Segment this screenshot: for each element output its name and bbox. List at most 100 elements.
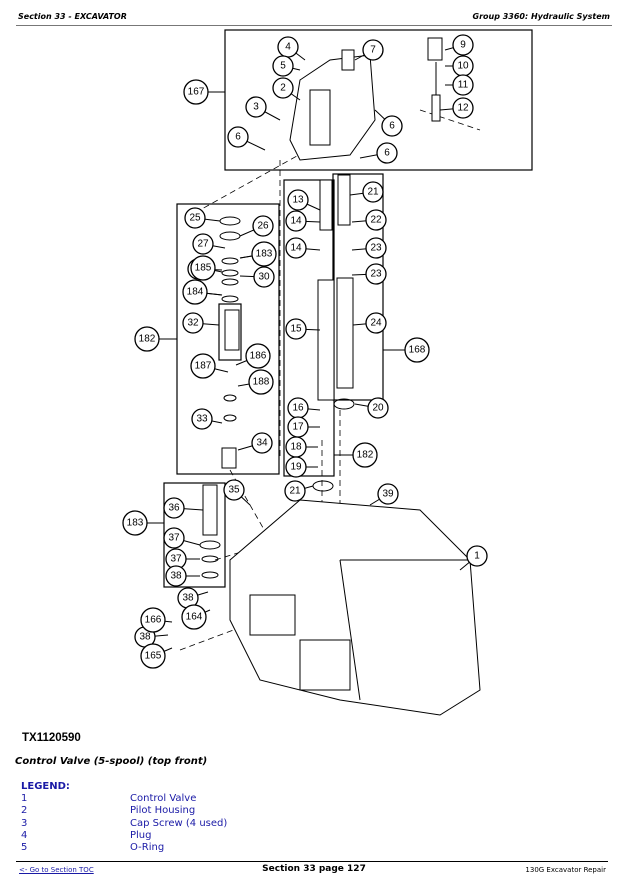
callout-number: 184 xyxy=(187,287,204,298)
callout-circle xyxy=(163,527,185,549)
callout-number: 23 xyxy=(370,269,382,280)
page-header: Section 33 - EXCAVATOR Group 3360: Hydra… xyxy=(18,12,610,24)
callout-circle xyxy=(182,279,208,305)
callout-circle xyxy=(272,77,294,99)
callout-number: 38 xyxy=(182,593,194,604)
callout-number: 12 xyxy=(457,103,469,114)
callout-number: 10 xyxy=(457,61,469,72)
callout-number: 33 xyxy=(196,414,208,425)
legend-number: 4 xyxy=(21,829,28,841)
callout-circle xyxy=(122,510,148,536)
figure-caption: Control Valve (5-spool) (top front) xyxy=(15,756,208,767)
callout-circle xyxy=(248,369,274,395)
callout-circle xyxy=(190,255,216,281)
legend-number: 3 xyxy=(21,817,28,829)
legend-row: 3 Cap Screw (4 used) xyxy=(21,818,421,830)
legend-row: 4 Plug xyxy=(21,830,421,842)
callout-circle xyxy=(253,266,275,288)
callout-circle xyxy=(381,115,403,137)
group-box-29 xyxy=(218,303,242,361)
callout-circle xyxy=(181,604,207,630)
header-divider xyxy=(16,25,612,26)
callout-number: 27 xyxy=(197,239,209,250)
callout-circle xyxy=(285,456,307,478)
figure-id: TX1120590 xyxy=(22,732,81,744)
callout-number: 38 xyxy=(139,632,151,643)
callout-number: 11 xyxy=(458,80,469,91)
section-toc-link[interactable]: <- Go to Section TOC xyxy=(19,866,94,874)
callout-number: 21 xyxy=(367,187,379,198)
callout-number: 7 xyxy=(370,45,376,56)
callout-number: 32 xyxy=(187,318,199,329)
callout-circle xyxy=(190,353,216,379)
callout-number: 183 xyxy=(127,518,144,529)
callout-circle xyxy=(251,241,277,267)
footer-divider xyxy=(16,861,608,862)
callout-number: 182 xyxy=(357,450,374,461)
group-box-164 xyxy=(224,29,533,171)
callout-circle xyxy=(367,397,389,419)
callout-number: 23 xyxy=(370,243,382,254)
document-title: 130G Excavator Repair xyxy=(525,866,606,874)
callout-circle xyxy=(272,55,294,77)
callout-number: 37 xyxy=(170,554,182,565)
group-title: Group 3360: Hydraulic System xyxy=(472,12,610,21)
callout-circle xyxy=(245,96,267,118)
callout-number: 164 xyxy=(186,612,203,623)
callout-circle xyxy=(227,126,249,148)
legend-description: Pilot Housing xyxy=(130,805,196,817)
callout-number: 16 xyxy=(292,403,304,414)
callout-circle xyxy=(365,209,387,231)
callout-number: 167 xyxy=(188,87,205,98)
callout-circle xyxy=(184,207,206,229)
callout-number: 26 xyxy=(257,221,269,232)
callout-circle xyxy=(365,312,387,334)
callout-circle xyxy=(452,34,474,56)
callout-circle xyxy=(223,479,245,501)
callout-number: 9 xyxy=(460,40,466,51)
callout-number: 186 xyxy=(250,351,267,362)
callout-circle xyxy=(377,483,399,505)
callout-number: 187 xyxy=(195,361,212,372)
callout-number: 15 xyxy=(290,324,302,335)
callout-number: 21 xyxy=(289,486,301,497)
callout-circle xyxy=(191,408,213,430)
callout-number: 4 xyxy=(285,42,291,53)
callout-number: 2 xyxy=(280,83,286,94)
callout-number: 37 xyxy=(168,533,180,544)
callout-number: 3 xyxy=(253,102,259,113)
callout-circle xyxy=(362,181,384,203)
callout-number: 14 xyxy=(290,243,302,254)
callout-circle xyxy=(140,643,166,669)
callout-circle xyxy=(285,210,307,232)
callout-number: 183 xyxy=(256,249,273,260)
callout-number: 30 xyxy=(258,272,270,283)
callout-circle xyxy=(192,233,214,255)
callout-number: 166 xyxy=(145,615,162,626)
callout-circle xyxy=(452,97,474,119)
legend-number: 2 xyxy=(21,805,28,817)
callout-number: 39 xyxy=(382,489,394,500)
callout-number: 14 xyxy=(290,216,302,227)
callout-number: 22 xyxy=(370,215,382,226)
legend-number: 1 xyxy=(21,793,28,804)
callout-number: 36 xyxy=(168,503,180,514)
callout-circle xyxy=(163,497,185,519)
legend-row: 2 Pilot Housing xyxy=(21,805,421,817)
legend-description: Cap Screw (4 used) xyxy=(130,817,228,829)
callout-circle xyxy=(452,74,474,96)
callout-number: 25 xyxy=(189,213,201,224)
callout-number: 1 xyxy=(474,551,480,562)
callout-circle xyxy=(404,337,430,363)
callout-number: 13 xyxy=(292,195,304,206)
callout-circle xyxy=(182,312,204,334)
callout-circle xyxy=(285,237,307,259)
callout-circle xyxy=(365,237,387,259)
callout-circle xyxy=(183,79,209,105)
callout-number: 35 xyxy=(228,485,240,496)
callout-number: 182 xyxy=(139,334,156,345)
legend-description: Plug xyxy=(130,829,152,841)
legend-title: LEGEND: xyxy=(21,781,70,792)
